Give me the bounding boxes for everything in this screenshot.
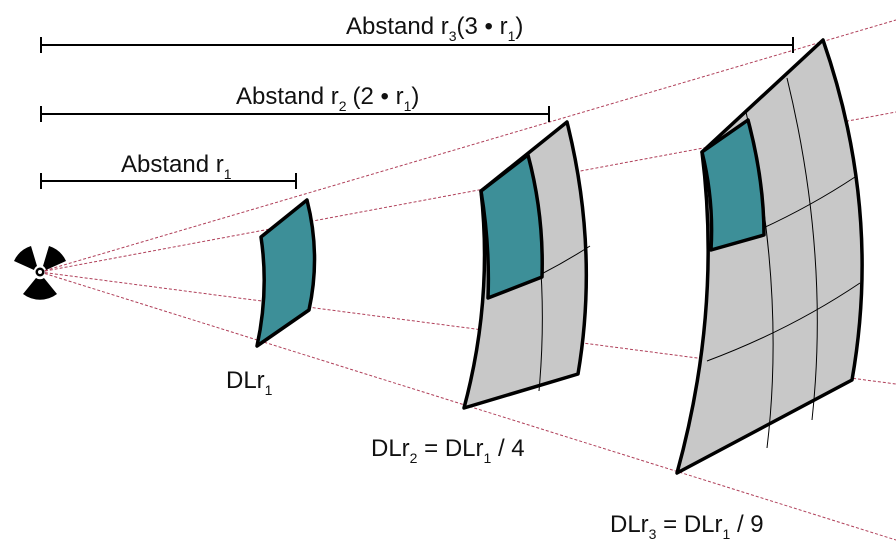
area-panel-r1 bbox=[255, 198, 317, 348]
area-panel-r3 bbox=[675, 38, 864, 475]
label-distance-r1: Abstand r1 bbox=[121, 151, 232, 182]
label-distance-r2: Abstand r2(2 • r1) bbox=[236, 83, 419, 114]
label-dose-r2: DLr2 = DLr1 / 4 bbox=[371, 435, 525, 466]
distance-bar-r2 bbox=[40, 106, 550, 122]
label-dose-r3: DLr3 = DLr1 / 9 bbox=[610, 511, 764, 542]
distance-bar-r1 bbox=[40, 173, 297, 189]
area-panel-r2 bbox=[462, 120, 591, 410]
label-distance-r3: Abstand r3(3 • r1) bbox=[346, 13, 523, 44]
label-dose-r1: DLr1 bbox=[226, 367, 273, 398]
radiation-trefoil-icon bbox=[14, 246, 66, 300]
distance-bar-r3 bbox=[40, 37, 794, 53]
